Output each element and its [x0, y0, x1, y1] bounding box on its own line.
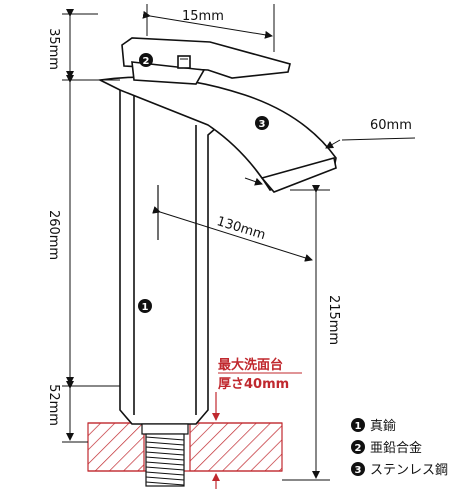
- legend-label: ステンレス鋼: [370, 463, 448, 478]
- dim-reach: 130mm: [215, 214, 267, 243]
- part-marker-2: 2: [139, 53, 153, 67]
- dim-handle-height: 35mm: [46, 28, 61, 70]
- faucet-handle: [121, 37, 291, 85]
- part-marker-1-num: 1: [142, 302, 149, 313]
- thread-line: [145, 441, 185, 446]
- legend-item-stainless-steel: 3 ステンレス鋼: [351, 462, 448, 478]
- thread-line: [145, 471, 185, 476]
- part-marker-2-num: 2: [143, 56, 150, 67]
- thread-line: [145, 481, 185, 486]
- thread-line: [145, 476, 185, 481]
- part-marker-3: 3: [255, 116, 269, 130]
- thread-line: [145, 466, 185, 471]
- threaded-shank: [141, 423, 189, 487]
- dimension-lines: [62, 4, 416, 481]
- countertop: [87, 422, 283, 472]
- legend-num: 1: [355, 421, 362, 432]
- thread-line: [145, 436, 185, 441]
- thread-line: [145, 446, 185, 451]
- legend-item-zinc-alloy: 2 亜鉛合金: [351, 440, 422, 456]
- part-marker-1: 1: [138, 299, 152, 313]
- dim-top-width: 15mm: [182, 9, 224, 24]
- note-line-2: 厚さ40mm: [218, 376, 289, 392]
- part-marker-3-num: 3: [259, 119, 266, 130]
- dim-shank-length: 52mm: [46, 384, 61, 426]
- legend-num: 3: [355, 465, 362, 476]
- thread-line: [145, 456, 185, 461]
- thread-line: [145, 461, 185, 466]
- materials-legend: 1 真鍮 2 亜鉛合金 3 ステンレス鋼: [351, 418, 448, 478]
- note-line-1: 最大洗面台: [218, 357, 283, 373]
- legend-item-brass: 1 真鍮: [351, 418, 396, 434]
- dim-spout-width: 60mm: [370, 118, 412, 133]
- dim-spout-height: 215mm: [326, 295, 341, 345]
- legend-num: 2: [355, 443, 362, 454]
- legend-label: 亜鉛合金: [370, 440, 422, 456]
- dim-body-height: 260mm: [46, 210, 61, 260]
- thread-line: [145, 451, 185, 456]
- legend-label: 真鍮: [370, 418, 396, 434]
